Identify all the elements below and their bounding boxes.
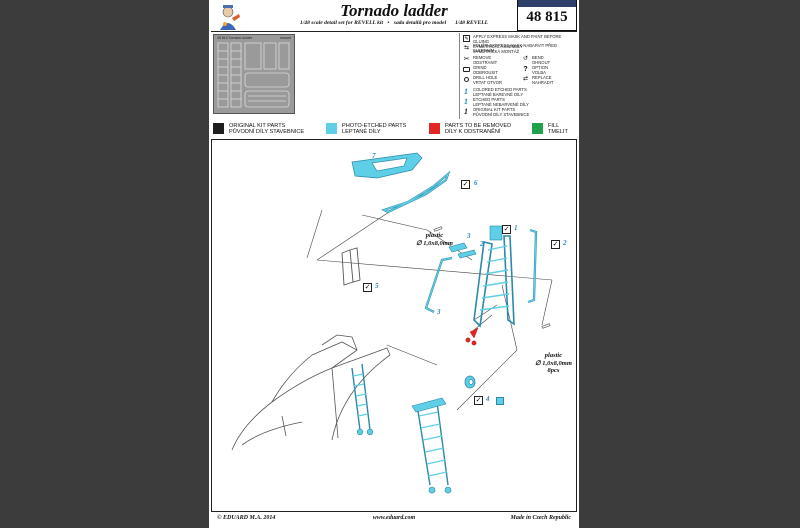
option-icon: ? (523, 66, 528, 73)
drill-icon (464, 77, 469, 82)
product-number: 48 815 (526, 9, 568, 25)
remove-icon: ✂ (463, 56, 470, 63)
footer-copyright: © EDUARD M.A. 2014 (217, 515, 276, 521)
symmetric-icon: ⇆ (463, 45, 470, 51)
instruction-sheet: Tornado ladder 48 815 1/48 scale detail … (209, 0, 579, 528)
legend-swatch-photo-etched (326, 123, 337, 134)
callout-2-top: 2 (480, 240, 484, 248)
plastic-note-1: plastic ∅ 1,0x8,0mm (416, 232, 453, 247)
legend-swatch-fill (532, 123, 543, 134)
product-number-box: 48 815 (517, 0, 577, 31)
symbol-panel: ✎ APPLY EXPRESS MASK AND PAINT BEFORE GL… (459, 33, 578, 119)
check-box-1: ✓ (502, 225, 511, 234)
header-rule (211, 31, 577, 32)
part-glyph-original: 1 (464, 107, 468, 116)
bend-icon: ↺ (522, 56, 529, 62)
callout-5: 5 (375, 282, 379, 290)
callout-6: 6 (474, 179, 478, 187)
footer-origin: Made in Czech Republic (510, 515, 571, 521)
subtitle: 1/48 scale detail set for REVELL kit • s… (299, 20, 489, 26)
check-box-2: ✓ (551, 240, 560, 249)
page-title: Tornado ladder (340, 1, 448, 20)
legend-swatch-remove (429, 123, 440, 134)
part-glyph-colored: 1 (464, 87, 468, 96)
callout-2-right: 2 (563, 239, 567, 247)
callout-3-top: 3 (467, 232, 471, 240)
part-glyph-etched: 1 (464, 97, 468, 106)
check-box-5: ✓ (363, 283, 372, 292)
fret-code: eduard (280, 36, 291, 40)
legend-swatch-original (213, 123, 224, 134)
mask-icon: ✎ (463, 35, 470, 42)
footer-website: www.eduard.com (372, 515, 416, 521)
wheel-swatch (496, 397, 504, 405)
footer-rule (211, 511, 577, 512)
symbol-row-mask: ✎ APPLY EXPRESS MASK AND PAINT BEFORE GL… (463, 34, 562, 53)
callout-1: 1 (514, 224, 518, 232)
grind-icon (463, 67, 470, 72)
assembly-diagram: 7 ✓ 6 3 2 ✓ 1 ✓ 2 ✓ 5 3 ✓ 4 plastic ∅ 1,… (211, 140, 577, 511)
callout-3-left: 3 (437, 308, 441, 316)
check-box-6: ✓ (461, 180, 470, 189)
replace-icon: ⇄ (522, 76, 529, 82)
diagram-drawing (231, 152, 553, 494)
plastic-note-2: plastic ∅ 1,0x8,0mm 8pcs (535, 352, 572, 374)
eduard-logo (213, 2, 243, 32)
legend-rule (211, 139, 577, 140)
callout-4: 4 (486, 395, 490, 403)
fret-preview: 48 815 Tornado ladder eduard (213, 34, 295, 114)
fret-label: 48 815 Tornado ladder (217, 36, 252, 40)
check-box-4: ✓ (474, 396, 483, 405)
callout-7: 7 (372, 152, 376, 160)
